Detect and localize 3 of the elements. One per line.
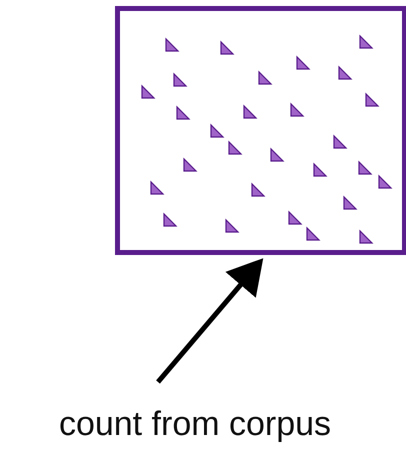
arrow xyxy=(156,258,264,384)
text-label: count from corpus xyxy=(10,400,380,448)
rectangle-frame xyxy=(115,6,406,255)
